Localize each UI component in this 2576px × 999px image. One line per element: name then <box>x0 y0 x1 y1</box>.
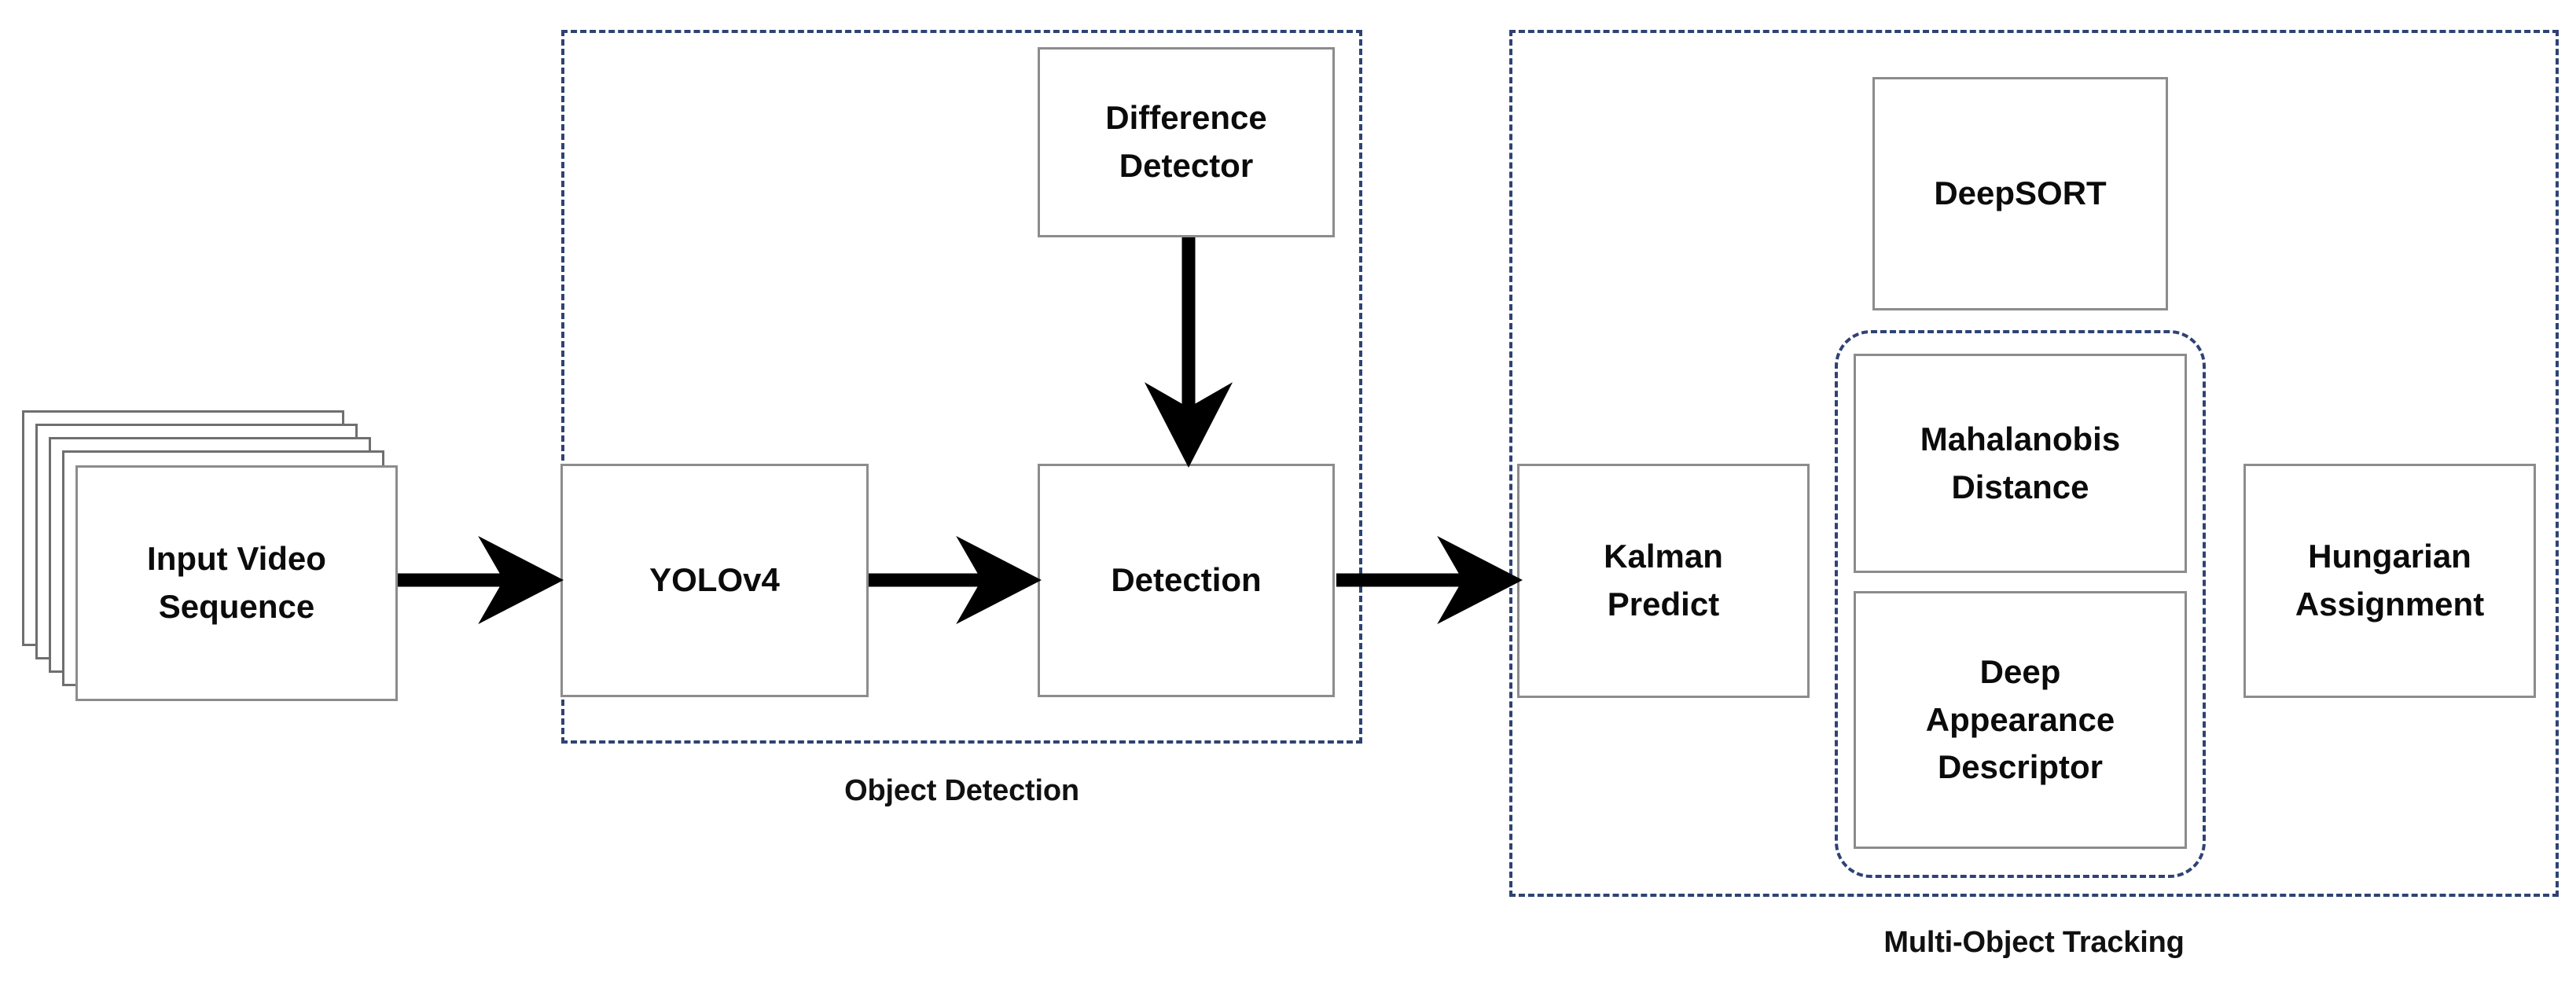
group-object-detection <box>561 30 1362 744</box>
detection-box[interactable]: Detection <box>1038 464 1335 697</box>
input-video-sequence-box[interactable]: Input Video Sequence <box>75 465 398 701</box>
yolov4-label: YOLOv4 <box>649 561 780 599</box>
group-label-object-detection: Object Detection <box>844 774 1079 807</box>
mahalanobis-distance-box[interactable]: Mahalanobis Distance <box>1854 354 2187 573</box>
hungarian-label-line2: Assignment <box>2295 586 2485 623</box>
difference-detector-label-line2: Detector <box>1119 147 1254 184</box>
deepsort-label: DeepSORT <box>1934 174 2107 212</box>
input-video-label-line1: Input Video <box>147 540 326 578</box>
deepsort-box[interactable]: DeepSORT <box>1872 77 2168 310</box>
kalman-predict-box[interactable]: Kalman Predict <box>1517 464 1810 698</box>
deep-appearance-label-line2: Appearance <box>1925 700 2115 738</box>
difference-detector-box[interactable]: Difference Detector <box>1038 47 1335 237</box>
hungarian-assignment-box[interactable]: Hungarian Assignment <box>2243 464 2536 698</box>
group-multi-object-tracking <box>1509 30 2559 897</box>
group-label-multi-object-tracking: Multi-Object Tracking <box>1883 926 2185 959</box>
hungarian-label-line1: Hungarian <box>2308 538 2471 575</box>
kalman-predict-label-line1: Kalman <box>1604 538 1723 575</box>
deep-appearance-label-line1: Deep <box>1979 652 2061 690</box>
group-deepsort-metrics <box>1835 330 2206 878</box>
deep-appearance-label-line3: Descriptor <box>1937 748 2104 786</box>
yolov4-box[interactable]: YOLOv4 <box>560 464 869 697</box>
difference-detector-label-line1: Difference <box>1105 99 1267 137</box>
kalman-predict-label-line2: Predict <box>1607 586 1720 623</box>
detection-label: Detection <box>1111 561 1262 599</box>
deep-appearance-descriptor-box[interactable]: Deep Appearance Descriptor <box>1854 591 2187 849</box>
input-video-label-line2: Sequence <box>158 588 315 625</box>
mahalanobis-label-line2: Distance <box>1951 468 2089 505</box>
mahalanobis-label-line1: Mahalanobis <box>1920 420 2121 457</box>
